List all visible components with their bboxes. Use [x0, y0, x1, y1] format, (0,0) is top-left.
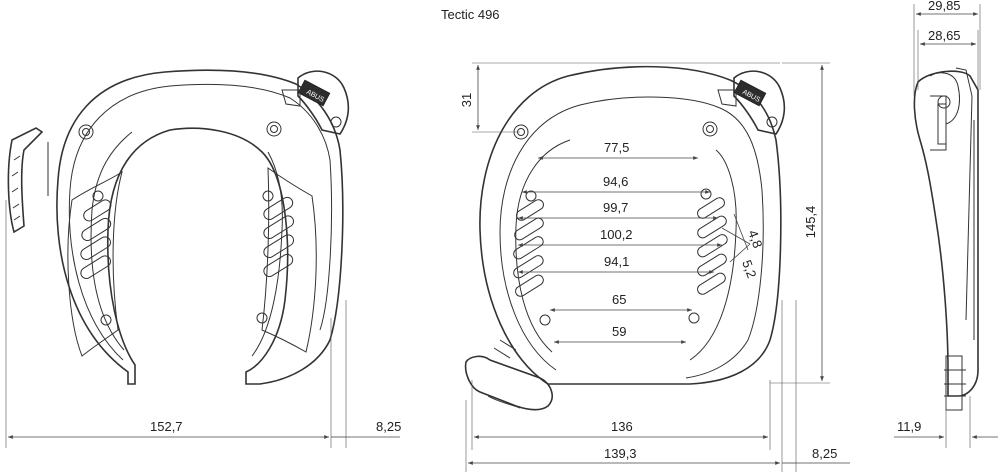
dim-back-width-outer: 139,3	[604, 446, 637, 461]
dim-opening-3: 99,7	[603, 200, 628, 215]
dim-opening-6: 65	[612, 292, 626, 307]
side-view-lock	[913, 67, 979, 411]
dim-side-base: 11,9	[897, 419, 921, 434]
back-view-dimensions: 31 145,4 136 139,3 8,25 77,5 94,6 99,7 1…	[459, 62, 850, 472]
dim-opening-5: 94,1	[604, 254, 629, 269]
dim-front-offset: 8,25	[376, 419, 401, 434]
dim-front-width: 152,7	[150, 419, 183, 434]
drawing-title: Tectic 496	[441, 7, 500, 22]
dim-side-width-outer: 29,85	[928, 0, 961, 13]
dim-slot-b: 5,2	[739, 258, 759, 280]
dim-back-offset: 8,25	[812, 446, 837, 461]
front-view-lock: ABUS	[7, 69, 350, 385]
dim-side-width-inner: 28,65	[928, 28, 961, 43]
dim-slot-a: 4,8	[745, 228, 765, 250]
dim-opening-1: 77,5	[604, 140, 629, 155]
dim-back-width-inner: 136	[611, 419, 633, 434]
dim-back-top: 31	[459, 93, 474, 107]
front-view-dimensions: 152,7 8,25	[5, 200, 401, 448]
back-view-lock: ABUS	[464, 65, 786, 411]
dim-opening-4: 100,2	[600, 227, 633, 242]
dim-opening-2: 94,6	[603, 174, 628, 189]
side-view-dimensions: 29,85 28,65 11,9	[894, 0, 998, 448]
dim-opening-7: 59	[612, 324, 626, 339]
dim-back-height: 145,4	[803, 206, 818, 239]
